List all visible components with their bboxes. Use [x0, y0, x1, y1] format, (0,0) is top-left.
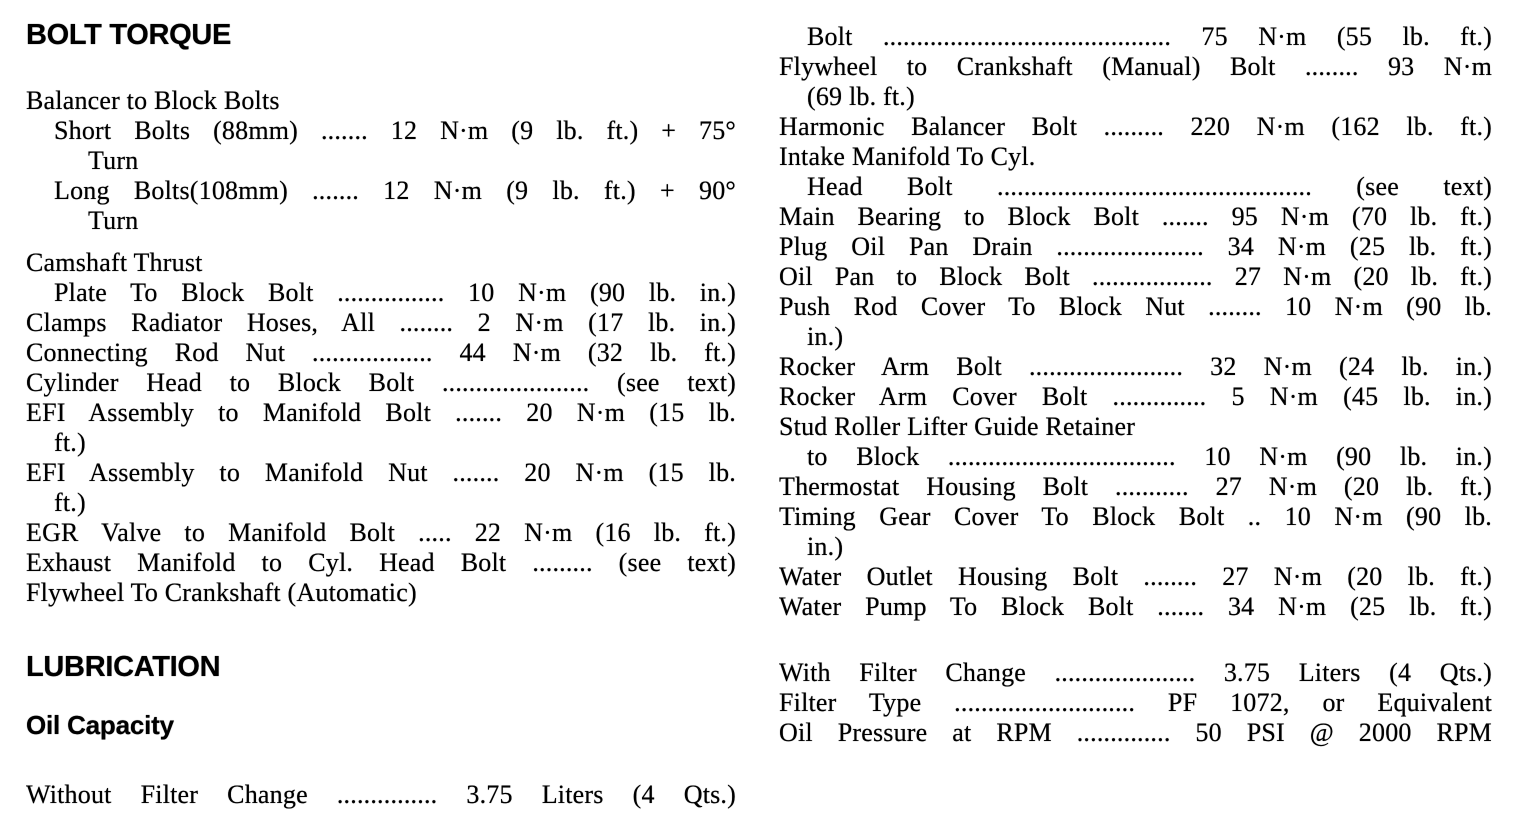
- spec-line: ft.): [54, 488, 86, 517]
- section-heading: BOLT TORQUE: [26, 20, 232, 50]
- spec-line: Without Filter Change ............... 3.…: [26, 780, 736, 809]
- spec-line: With Filter Change .....................…: [779, 658, 1492, 687]
- vertical-gap: [26, 236, 736, 248]
- spec-line: Short Bolts (88mm) ....... 12 N·m (9 lb.…: [54, 116, 736, 145]
- spec-line: Balancer to Block Bolts: [26, 86, 280, 115]
- right-column: Bolt ...................................…: [779, 22, 1492, 748]
- spec-line: Camshaft Thrust: [26, 248, 203, 277]
- spec-line: Thermostat Housing Bolt ........... 27 N…: [779, 472, 1492, 501]
- spec-line: ft.): [54, 428, 86, 457]
- spec-line: in.): [807, 532, 844, 561]
- sub-section-heading: Oil Capacity: [26, 710, 174, 740]
- spec-line: Intake Manifold To Cyl.: [779, 142, 1036, 171]
- spec-line: Connecting Rod Nut .................. 44…: [26, 338, 736, 367]
- vertical-gap: [26, 682, 736, 710]
- spec-line: Flywheel To Crankshaft (Automatic): [26, 578, 417, 607]
- spec-line: to Block ...............................…: [807, 442, 1492, 471]
- spec-line: EFI Assembly to Manifold Bolt ....... 20…: [26, 398, 736, 427]
- spec-line: EFI Assembly to Manifold Nut ....... 20 …: [26, 458, 736, 487]
- spec-line: in.): [807, 322, 844, 351]
- vertical-gap: [26, 50, 736, 86]
- spec-line: Oil Pressure at RPM .............. 50 PS…: [779, 718, 1492, 747]
- spec-line: Stud Roller Lifter Guide Retainer: [779, 412, 1136, 441]
- spec-line: Filter Type ........................... …: [779, 688, 1492, 717]
- spec-line: Head Bolt ..............................…: [807, 172, 1492, 201]
- spec-line: Turn: [88, 146, 139, 175]
- vertical-gap: [26, 740, 736, 780]
- spec-line: Oil Pan to Block Bolt ..................…: [779, 262, 1492, 291]
- section-heading: LUBRICATION: [26, 652, 221, 682]
- spec-line: Bolt ...................................…: [807, 22, 1492, 51]
- spec-line: EGR Valve to Manifold Bolt ..... 22 N·m …: [26, 518, 736, 547]
- spec-line: Harmonic Balancer Bolt ......... 220 N·m…: [779, 112, 1492, 141]
- spec-line: Plug Oil Pan Drain .....................…: [779, 232, 1492, 261]
- spec-line: Push Rod Cover To Block Nut ........ 10 …: [779, 292, 1492, 321]
- spec-line: Rocker Arm Cover Bolt .............. 5 N…: [779, 382, 1492, 411]
- spec-line: Rocker Arm Bolt ....................... …: [779, 352, 1492, 381]
- vertical-gap: [26, 608, 736, 652]
- spec-line: Cylinder Head to Block Bolt ............…: [26, 368, 736, 397]
- spec-line: Timing Gear Cover To Block Bolt .. 10 N·…: [779, 502, 1492, 531]
- spec-line: Main Bearing to Block Bolt ....... 95 N·…: [779, 202, 1492, 231]
- spec-line: Turn: [88, 206, 139, 235]
- spec-line: Exhaust Manifold to Cyl. Head Bolt .....…: [26, 548, 736, 577]
- spec-line: Plate To Block Bolt ................ 10 …: [54, 278, 736, 307]
- vertical-gap: [779, 622, 1492, 658]
- spec-line: Long Bolts(108mm) ....... 12 N·m (9 lb. …: [54, 176, 736, 205]
- spec-line: Water Outlet Housing Bolt ........ 27 N·…: [779, 562, 1492, 591]
- spec-line: Flywheel to Crankshaft (Manual) Bolt ...…: [779, 52, 1492, 81]
- spec-line: Water Pump To Block Bolt ....... 34 N·m …: [779, 592, 1492, 621]
- spec-line: Clamps Radiator Hoses, All ........ 2 N·…: [26, 308, 736, 337]
- spec-line: (69 lb. ft.): [807, 82, 915, 111]
